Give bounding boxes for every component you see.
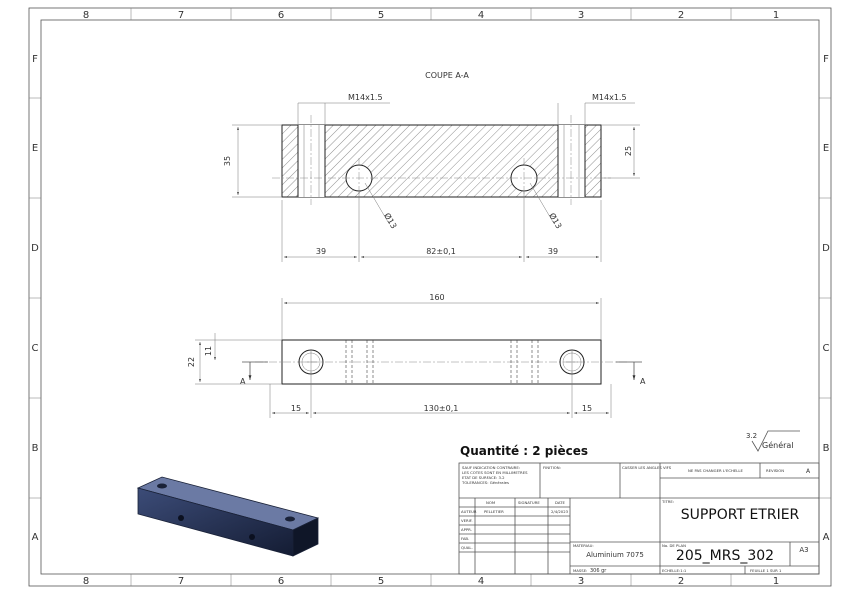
author-name: PELLETIER xyxy=(484,509,504,514)
title-value: SUPPORT ETRIER xyxy=(681,507,800,523)
zone-ticks xyxy=(29,8,831,586)
col-name: NOM xyxy=(486,500,495,505)
zone-col-2-bottom: 2 xyxy=(678,576,684,587)
sheet-label: FEUILLE 1 SUR 1 xyxy=(750,568,782,573)
revision-label: REVISION xyxy=(766,468,784,473)
zone-col-5-bottom: 5 xyxy=(378,576,384,587)
row-fab: FAB. xyxy=(461,536,469,541)
zone-col-7-top: 7 xyxy=(178,10,184,21)
tolerance-note-1: SAUF INDICATION CONTRAIRE: xyxy=(462,465,520,470)
zone-row-b-left: B xyxy=(32,443,39,454)
dim-39-right: 39 xyxy=(548,247,558,256)
tolerance-note-3: ETAT DE SURFACE: 3.2 xyxy=(462,475,505,480)
title-block xyxy=(458,462,820,575)
zone-row-b-right: B xyxy=(823,443,830,454)
hole-callout-right: Ø13 xyxy=(547,211,564,230)
surface-finish-value: 3.2 xyxy=(746,432,757,440)
dim-11: 11 xyxy=(204,346,213,356)
tolerance-note-2: LES COTES SONT EN MILLIMETRES xyxy=(462,470,528,475)
zone-row-a-left: A xyxy=(32,532,39,543)
dim-130: 130±0,1 xyxy=(424,404,459,413)
finish-label: FINITION: xyxy=(543,465,561,470)
tolerance-note-4: TOLERANCES: Générales xyxy=(461,480,509,485)
dim-height-25: 25 xyxy=(624,146,633,156)
material-value: Aluminium 7075 xyxy=(586,551,644,559)
zone-row-e-right: E xyxy=(823,143,829,154)
zone-row-d-right: D xyxy=(822,243,830,254)
thread-callout-left: M14x1.5 xyxy=(348,93,383,102)
zone-col-4-top: 4 xyxy=(478,10,484,21)
section-arrow-left-label: A xyxy=(240,377,246,386)
col-date: DATE xyxy=(555,500,565,505)
outer-frame xyxy=(28,7,832,587)
material-label: MATERIAU: xyxy=(573,543,594,548)
no-scale-note: NE PAS CHANGER L'ECHELLE xyxy=(688,468,744,473)
quantity-label: Quantité : 2 pièces xyxy=(460,444,588,458)
revision-value: A xyxy=(806,468,811,475)
dim-160: 160 xyxy=(429,293,444,302)
dim-15-right: 15 xyxy=(582,404,592,413)
mass-label: MASSE: xyxy=(573,568,587,573)
zone-col-6-bottom: 6 xyxy=(278,576,284,587)
zone-col-8-bottom: 8 xyxy=(83,576,89,587)
surface-finish-symbol xyxy=(751,430,800,452)
section-view xyxy=(272,115,611,205)
zone-col-7-bottom: 7 xyxy=(178,576,184,587)
zone-row-a-right: A xyxy=(823,532,830,543)
hole-callout-left: Ø13 xyxy=(382,211,399,230)
scale-label: ECHELLE:1:1 xyxy=(662,568,687,573)
edges-note: CASSER LES ANGLES VIFS xyxy=(622,465,672,470)
row-appr: APPR. xyxy=(461,527,472,532)
zone-row-c-right: C xyxy=(823,343,830,354)
isometric-part-view xyxy=(136,476,320,557)
zone-col-2-top: 2 xyxy=(678,10,684,21)
dim-height-35: 35 xyxy=(223,156,232,166)
zone-col-3-bottom: 3 xyxy=(578,576,584,587)
dim-22: 22 xyxy=(187,357,196,367)
drawing-no-value: 205_MRS_302 xyxy=(676,548,774,564)
inner-frame xyxy=(40,19,820,575)
zone-row-f-right: F xyxy=(823,54,829,65)
zone-row-c-left: C xyxy=(32,343,39,354)
zone-col-6-top: 6 xyxy=(278,10,284,21)
row-verif: VERIF. xyxy=(461,518,473,523)
title-label: TITRE: xyxy=(661,499,674,504)
zone-row-e-left: E xyxy=(32,143,38,154)
zone-col-1-bottom: 1 xyxy=(773,576,779,587)
dim-82: 82±0,1 xyxy=(426,247,456,256)
thread-callout-right: M14x1.5 xyxy=(592,93,627,102)
mass-value: 306 gr xyxy=(590,568,607,574)
dim-39-left: 39 xyxy=(316,247,326,256)
zone-row-f-left: F xyxy=(32,54,38,65)
col-signature: SIGNATURE xyxy=(518,500,540,505)
zone-row-d-left: D xyxy=(31,243,39,254)
surface-finish-label: Général xyxy=(762,440,794,450)
section-arrow-right-label: A xyxy=(640,377,646,386)
zone-col-4-bottom: 4 xyxy=(478,576,484,587)
zone-col-3-top: 3 xyxy=(578,10,584,21)
row-author: AUTEUR xyxy=(461,509,477,514)
zone-col-1-top: 1 xyxy=(773,10,779,21)
author-date: 2/4/2023 xyxy=(551,509,569,514)
row-qual: QUAL. xyxy=(461,545,473,550)
drawing-no-label: No. DE PLAN xyxy=(662,543,686,548)
dim-15-left: 15 xyxy=(291,404,301,413)
zone-col-5-top: 5 xyxy=(378,10,384,21)
zone-col-8-top: 8 xyxy=(83,10,89,21)
section-title: COUPE A-A xyxy=(425,71,469,80)
format-value: A3 xyxy=(799,546,808,554)
